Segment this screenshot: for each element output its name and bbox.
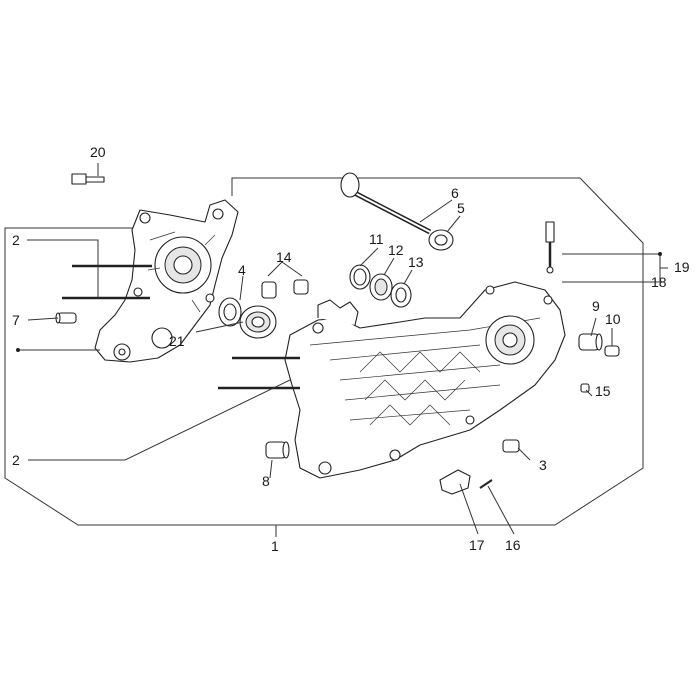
callout-9: 9 [592,298,600,314]
callout-6: 6 [451,185,459,201]
callout-3: 3 [539,457,547,473]
callout-2-lower: 2 [12,452,20,468]
studs-2-upper [62,264,152,300]
bracket-17 [439,469,471,495]
leader-dot [16,348,20,352]
callout-11: 11 [369,231,384,247]
seal-13 [390,282,412,308]
bolt-20 [71,173,105,185]
bushing-9 [578,333,603,351]
callout-19: 19 [674,259,690,275]
callout-16: 16 [505,537,521,553]
bushing-8 [265,441,290,459]
oil-seal-4 [218,297,242,327]
screw-16 [479,479,493,489]
callout-7: 7 [12,312,20,328]
bearing-21 [239,305,277,339]
ring-11 [349,264,371,290]
callout-8: 8 [262,473,270,489]
left-crankcase-half [94,199,239,363]
bearing-12 [369,273,393,301]
callout-21: 21 [169,333,185,349]
shaft-6 [340,172,432,235]
callout-12: 12 [388,242,404,258]
callout-1: 1 [271,538,279,554]
seal-5 [428,229,454,251]
callout-14: 14 [276,249,292,265]
right-crankcase-half [284,281,566,479]
leader-lines [18,163,668,537]
dipstick-18 [545,221,555,274]
dowel-3 [502,439,520,453]
dowel-7 [55,312,77,324]
pin-10 [604,345,620,357]
callout-4: 4 [238,262,246,278]
callout-13: 13 [408,254,424,270]
callout-10: 10 [605,311,621,327]
callout-20: 20 [90,144,106,160]
leader-dot [658,252,662,256]
bushings-14 [261,279,309,299]
callout-17: 17 [469,537,485,553]
studs-2-lower [218,356,300,390]
callout-5: 5 [457,200,465,216]
callout-2-upper: 2 [12,232,20,248]
pin-15 [580,383,590,393]
callout-18: 18 [651,274,667,290]
assembly-boundary-line [4,177,644,526]
callout-15: 15 [595,383,611,399]
